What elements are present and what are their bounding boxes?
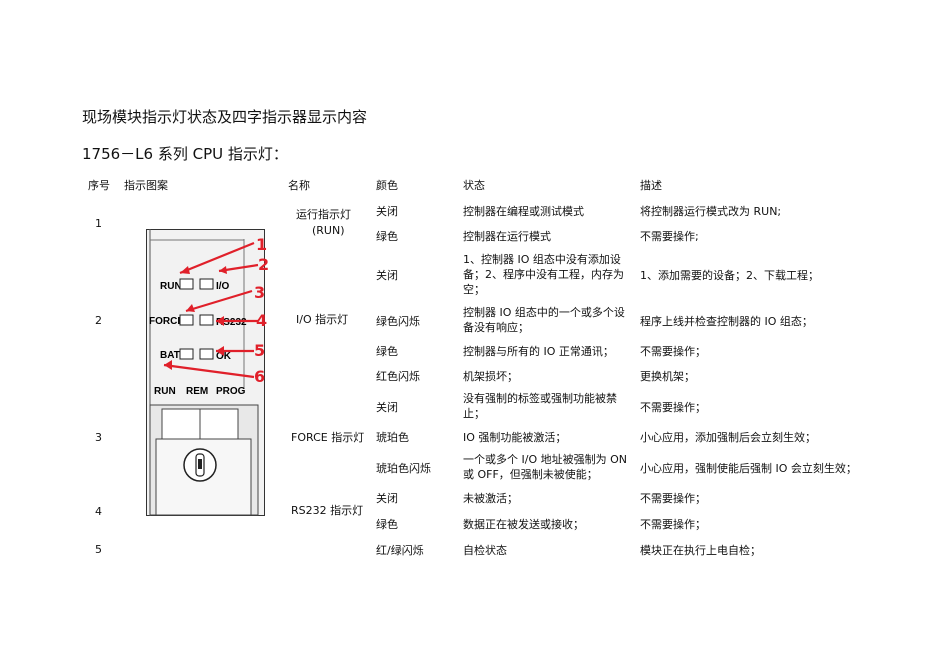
row-color: 关闭 xyxy=(376,205,398,218)
row-color: 琥珀色闪烁 xyxy=(376,462,431,475)
row-color: 关闭 xyxy=(376,492,398,505)
row-state: 未被激活； xyxy=(463,492,518,505)
row-state: 控制器在运行模式 xyxy=(463,230,551,243)
led-ok xyxy=(199,348,214,360)
led-label-force: FORCE xyxy=(149,316,184,327)
header-figure: 指示图案 xyxy=(124,179,168,192)
row-color: 绿色 xyxy=(376,345,398,358)
led-rs232 xyxy=(199,314,214,326)
row-desc: 程序上线并检查控制器的 IO 组态； xyxy=(640,315,813,328)
callout-number: 4 xyxy=(256,311,268,330)
row-desc: 模块正在执行上电自检； xyxy=(640,544,761,557)
led-label-ok: OK xyxy=(216,351,232,362)
row-color: 关闭 xyxy=(376,401,398,414)
row-desc: 小心应用，添加强制后会立刻生效； xyxy=(640,431,816,444)
mode-label-rem: REM xyxy=(186,386,208,397)
seq-number: 3 xyxy=(95,431,102,444)
row-color: 红/绿闪烁 xyxy=(376,544,424,557)
name-force: FORCE 指示灯 xyxy=(291,431,365,444)
row-desc: 将控制器运行模式改为 RUN; xyxy=(640,205,782,218)
header-color: 颜色 xyxy=(376,179,398,192)
callout-number: 1 xyxy=(256,235,268,254)
name-run: 运行指示灯 xyxy=(296,208,351,221)
page-title: 现场模块指示灯状态及四字指示器显示内容 xyxy=(82,108,368,126)
row-desc: 1、添加需要的设备；2、下载工程； xyxy=(640,269,819,282)
callout-number: 6 xyxy=(254,367,266,386)
section-subtitle: 1756－L6 系列 CPU 指示灯： xyxy=(82,145,288,163)
row-state: IO 强制功能被激活； xyxy=(463,431,567,444)
seq-number: 2 xyxy=(95,314,102,327)
header-desc: 描述 xyxy=(640,179,662,192)
header-state: 状态 xyxy=(463,179,485,192)
led-io xyxy=(199,278,214,290)
callout-number: 5 xyxy=(254,341,266,360)
led-run xyxy=(179,278,194,290)
mode-label-prog: PROG xyxy=(216,386,246,397)
seq-number: 5 xyxy=(95,543,102,556)
row-color: 绿色 xyxy=(376,230,398,243)
mode-label-run: RUN xyxy=(154,386,176,397)
led-force xyxy=(179,314,194,326)
seq-number: 4 xyxy=(95,505,102,518)
row-state: 自检状态 xyxy=(463,544,507,557)
name-run-sub: (RUN) xyxy=(312,224,345,237)
led-label-bat: BAT xyxy=(160,350,180,361)
name-rs232: RS232 指示灯 xyxy=(291,504,364,517)
row-desc: 不需要操作； xyxy=(640,345,706,358)
row-desc: 不需要操作； xyxy=(640,401,706,414)
led-label-rs232: RS232 xyxy=(216,317,247,328)
cpu-indicator-figure: RUN I/O FORCE RS232 BAT OK RUN REM PROG xyxy=(146,229,265,516)
row-desc: 更换机架； xyxy=(640,370,695,383)
led-label-io: I/O xyxy=(216,281,230,292)
row-state: 机架损坏； xyxy=(463,370,518,383)
row-color: 红色闪烁 xyxy=(376,370,420,383)
row-state: 数据正在被发送或接收； xyxy=(463,518,584,531)
header-name: 名称 xyxy=(288,179,310,192)
seq-number: 1 xyxy=(95,217,102,230)
row-state: 控制器 IO 组态中的一个或多个设备没有响应； xyxy=(463,306,625,334)
row-state: 控制器与所有的 IO 正常通讯； xyxy=(463,345,614,358)
row-desc: 小心应用，强制使能后强制 IO 会立刻生效； xyxy=(640,462,857,475)
callout-number: 2 xyxy=(258,255,270,274)
row-color: 关闭 xyxy=(376,269,398,282)
row-desc: 不需要操作； xyxy=(640,492,706,505)
name-io: I/O 指示灯 xyxy=(296,313,349,326)
header-seq: 序号 xyxy=(88,179,110,192)
row-state: 1、控制器 IO 组态中没有添加设备；2、程序中没有工程，内存为空； xyxy=(463,253,624,296)
row-desc: 不需要操作; xyxy=(640,230,699,243)
callout-number: 3 xyxy=(254,283,266,302)
row-state: 一个或多个 I/O 地址被强制为 ON 或 OFF，但强制未被使能； xyxy=(463,453,627,481)
row-color: 琥珀色 xyxy=(376,431,409,444)
row-color: 绿色 xyxy=(376,518,398,531)
row-state: 没有强制的标签或强制功能被禁止； xyxy=(463,392,617,420)
row-color: 绿色闪烁 xyxy=(376,315,420,328)
row-desc: 不需要操作； xyxy=(640,518,706,531)
led-label-run: RUN xyxy=(160,281,182,292)
row-state: 控制器在编程或测试模式 xyxy=(463,205,584,218)
led-bat xyxy=(179,348,194,360)
